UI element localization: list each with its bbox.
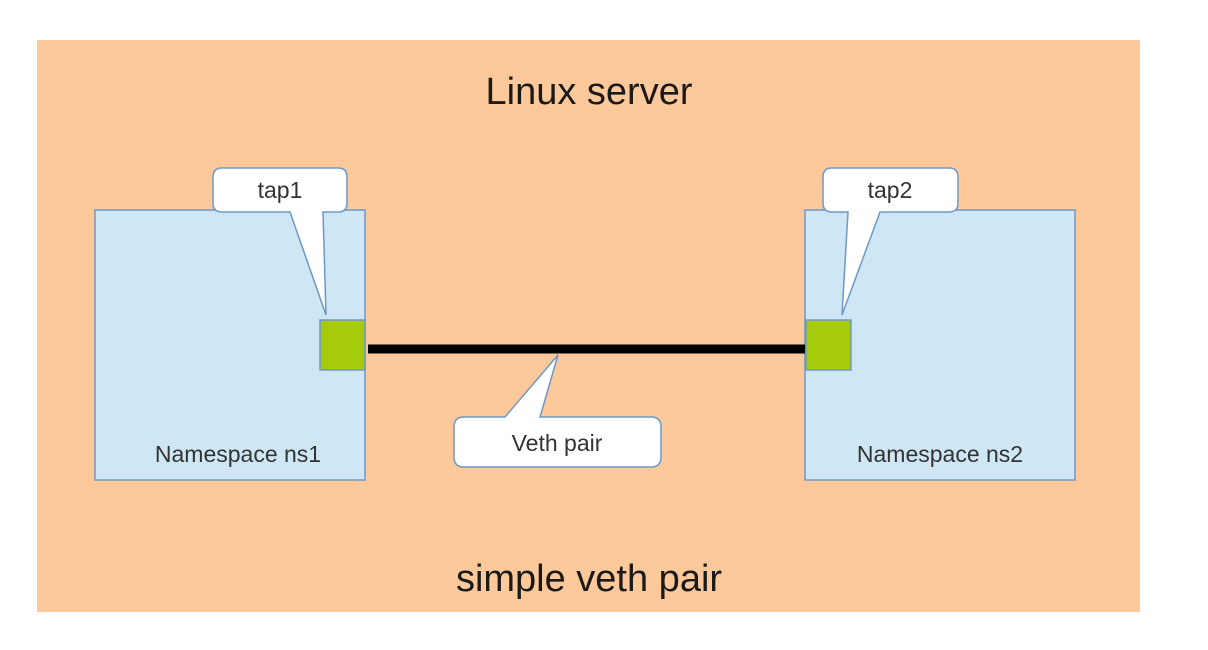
interface-tap1: [319, 319, 366, 371]
interface-tap2: [805, 319, 852, 371]
namespace-ns1-label: Namespace ns1: [155, 441, 321, 467]
diagram-caption: simple veth pair: [456, 558, 722, 600]
callout-tap1: tap1: [212, 167, 348, 316]
callout-veth-pair-label: Veth pair: [512, 430, 603, 456]
server-title: Linux server: [486, 71, 693, 113]
callout-veth-pair: Veth pair: [453, 354, 662, 468]
callout-tap2: tap2: [822, 167, 959, 316]
callout-tap1-label: tap1: [258, 177, 303, 203]
callout-tap2-label: tap2: [868, 177, 913, 203]
namespace-ns2-label: Namespace ns2: [857, 441, 1023, 467]
